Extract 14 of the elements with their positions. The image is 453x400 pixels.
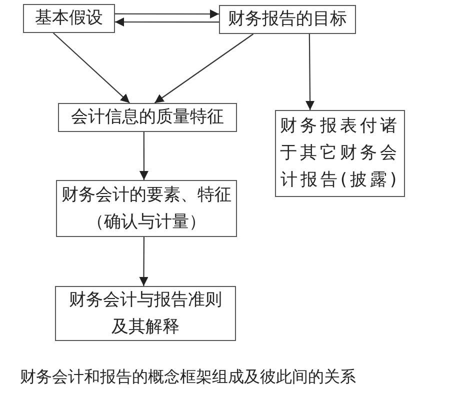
process-box: 基本假设 (23, 4, 115, 33)
arrow (306, 34, 315, 110)
arrow (154, 34, 254, 104)
caption: 财务会计和报告的概念框架组成及彼此间的关系 (20, 367, 356, 388)
arrow (115, 18, 219, 26)
process-box: 财务报表付诸于其它财务会计报告(披露) (275, 110, 405, 197)
arrow (52, 32, 130, 104)
arrow (139, 237, 148, 286)
arrow (139, 132, 148, 180)
arrow (115, 9, 219, 18)
process-box: 会计信息的质量特征 (58, 103, 237, 132)
process-box: 财务会计与报告准则及其解释 (55, 286, 236, 341)
process-box: 财务会计的要素、特征（确认与计量） (56, 180, 237, 237)
process-box: 财务报告的目标 (219, 5, 356, 34)
